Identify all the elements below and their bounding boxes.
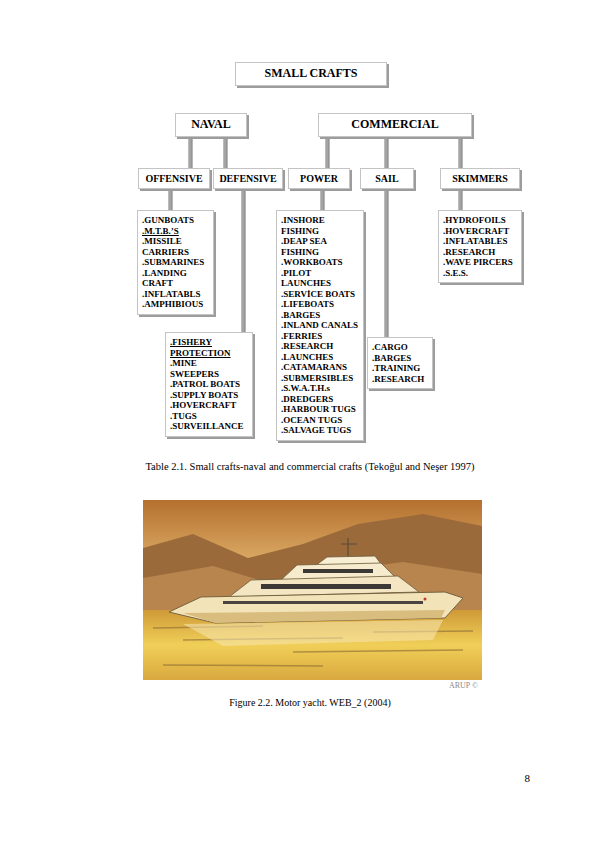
list-box: .GUNBOATS.M.T.B.’S.MISSILE CARRIERS.SUBM…: [137, 210, 214, 315]
connector-bar: [458, 189, 462, 210]
box-heading: DEFENSIVE: [217, 172, 279, 185]
connector-shade: [462, 189, 463, 210]
list-item: .RESEARCH: [372, 374, 428, 385]
connector-shade: [324, 189, 325, 210]
list-item: .DREDGERS: [281, 394, 359, 405]
list-item: .MISSILE CARRIERS: [142, 236, 209, 257]
group-box: DEFENSIVE: [213, 168, 283, 189]
group-box: OFFENSIVE: [138, 168, 210, 189]
connector-shade: [329, 137, 330, 168]
list-item: .SERVİCE BOATS: [281, 289, 359, 300]
list-item: .OCEAN TUGS: [281, 415, 359, 426]
box-heading: SKIMMERS: [444, 172, 516, 185]
list-item: .S.E.S.: [443, 268, 517, 279]
group-box: POWER: [288, 168, 350, 189]
box-heading: SAIL: [364, 172, 410, 185]
list-item: .BARGES: [281, 310, 359, 321]
list-item: .MINE SWEEPERS: [170, 358, 248, 379]
list-item: .TRAINING: [372, 363, 428, 374]
list-box: .INSHORE FISHING.DEAP SEA FISHING.WORKBO…: [276, 210, 364, 441]
list-item: .SURVEILLANCE: [170, 421, 248, 432]
watermark: ARUP ©: [380, 681, 478, 690]
connector-bar: [384, 189, 388, 337]
category-box: COMMERCIAL: [318, 113, 472, 137]
list-item: .DEAP SEA FISHING: [281, 236, 359, 257]
list-item: .WAVE PIRCERS: [443, 257, 517, 268]
list-item: .TUGS: [170, 411, 248, 422]
group-box: SAIL: [360, 168, 414, 189]
list-item: .AMPHIBIOUS: [142, 299, 209, 310]
list-item: .SUPPLY BOATS: [170, 390, 248, 401]
box-heading: COMMERCIAL: [322, 117, 468, 133]
connector-shade: [245, 189, 246, 332]
connector-bar: [168, 189, 172, 210]
root-box: SMALL CRAFTS: [235, 62, 387, 86]
list-box: .HYDROFOILS.HOVERCRAFT.INFLATABLES.RESEA…: [438, 210, 522, 283]
connector-shade: [192, 137, 193, 168]
list-item: .HARBOUR TUGS: [281, 404, 359, 415]
list-item: .RESEARCH: [443, 247, 517, 258]
connector-shade: [462, 137, 463, 168]
list-item: .WORKBOATS: [281, 257, 359, 268]
box-heading: NAVAL: [179, 117, 243, 133]
page-number: 8: [490, 772, 530, 784]
yacht-illustration: [143, 500, 482, 680]
list-item: .SUBMARINES: [142, 257, 209, 268]
figure-caption: Figure 2.2. Motor yacht. WEB_2 (2004): [140, 697, 480, 708]
list-item: .S.W.A.T.H.s: [281, 383, 359, 394]
list-item: .CATAMARANS: [281, 362, 359, 373]
list-item: .HYDROFOILS: [443, 215, 517, 226]
connector-shade: [388, 189, 389, 337]
list-box: .FISHERY PROTECTION.MINE SWEEPERS.PATROL…: [165, 332, 253, 437]
connector-shade: [227, 137, 228, 168]
connector-bar: [384, 137, 388, 168]
connector-bar: [458, 137, 462, 168]
group-box: SKIMMERS: [440, 168, 520, 189]
connector-bar: [223, 137, 227, 168]
connector-shade: [172, 189, 173, 210]
list-item: .RESEARCH: [281, 341, 359, 352]
list-item: .INFLATABLES: [443, 236, 517, 247]
box-heading: SMALL CRAFTS: [239, 66, 383, 82]
list-item: .PATROL BOATS: [170, 379, 248, 390]
list-item: .HOVERCRAFT: [443, 226, 517, 237]
box-heading: POWER: [292, 172, 346, 185]
connector-bar: [241, 189, 245, 332]
list-item: .INLAND CANALS: [281, 320, 359, 331]
connector-bar: [188, 137, 192, 168]
list-item: .BARGES: [372, 353, 428, 364]
list-item: .INSHORE FISHING: [281, 215, 359, 236]
connector-shade: [388, 137, 389, 168]
list-item: .LAUNCHES: [281, 352, 359, 363]
list-item: .LIFEBOATS: [281, 299, 359, 310]
list-item: .SALVAGE TUGS: [281, 425, 359, 436]
box-heading: OFFENSIVE: [142, 172, 206, 185]
list-item: .CARGO: [372, 342, 428, 353]
list-item: .HOVERCRAFT: [170, 400, 248, 411]
connector-bar: [320, 189, 324, 210]
connector-bar: [325, 137, 329, 168]
list-item: .FERRIES: [281, 331, 359, 342]
list-item: .GUNBOATS: [142, 215, 209, 226]
list-item: .PILOT LAUNCHES: [281, 268, 359, 289]
list-item: .SUBMERSIBLES: [281, 373, 359, 384]
list-item: .INFLATABLS: [142, 289, 209, 300]
list-item: .FISHERY PROTECTION: [170, 337, 248, 358]
list-item: .M.T.B.’S: [142, 226, 209, 237]
list-box: .CARGO.BARGES.TRAINING.RESEARCH: [367, 337, 433, 389]
category-box: NAVAL: [175, 113, 247, 137]
list-item: .LANDING CRAFT: [142, 268, 209, 289]
table-caption: Table 2.1. Small crafts-naval and commer…: [100, 461, 520, 472]
